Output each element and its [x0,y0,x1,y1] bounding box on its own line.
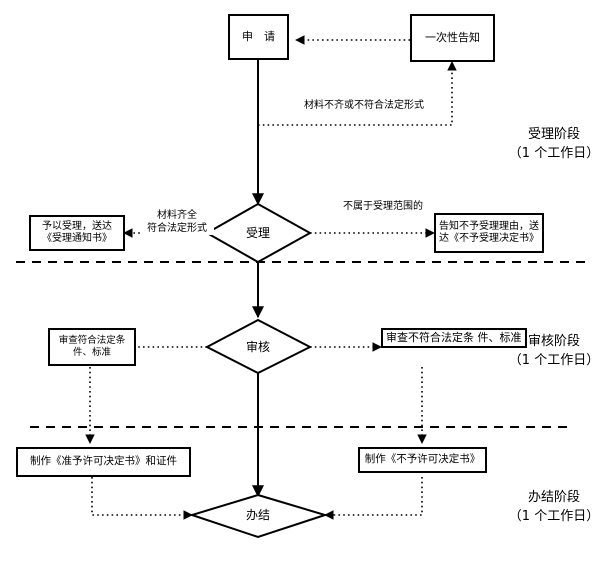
edge-label-materials-incomplete-text: 材料不齐或不符合法定形式 [304,100,424,111]
node-accept-yes-label: 予以受理，送达 《受理通知书》 [42,220,112,245]
stage-label-completion-duration: （1 个工作日） [508,508,600,524]
node-apply-label: 申 请 [242,30,275,44]
node-review-pass-label: 审查符合法定条 件、标准 [58,335,126,358]
edge-deny-doc-to-complete [324,477,423,520]
stage-label-acceptance: 受理阶段 （1 个工作日） [506,126,602,164]
stage-label-review: 审核阶段 （1 个工作日） [506,333,602,371]
node-deny-doc[interactable]: 制作《不予许可决定书》 [358,447,487,473]
edge-label-materials-complete-text: 材料齐全 符合法定形式 [147,210,207,234]
decision-accept-shape [204,202,313,264]
stage-label-acceptance-duration: （1 个工作日） [508,145,600,161]
node-accept-no[interactable]: 告知不予受理理由，送达《不予受理决定书》 [434,213,544,253]
node-one-time-notice-label: 一次性告知 [425,31,480,45]
node-grant-doc-label: 制作《准予许可决定书》和证件 [30,455,177,468]
decision-review-shape [204,318,313,375]
stage-label-completion: 办结阶段 （1 个工作日） [506,489,602,527]
decision-complete-shape [188,493,329,539]
edge-label-materials-complete: 材料齐全 符合法定形式 [140,196,214,235]
node-one-time-notice[interactable]: 一次性告知 [410,14,495,62]
node-review-fail[interactable]: 审查不符合法定条 件、标准 [381,328,527,348]
node-accept-no-label: 告知不予受理理由，送达《不予受理决定书》 [439,220,539,245]
edge-materials-incomplete-to-notice [258,61,457,126]
edge-label-out-of-scope-text: 不属于受理范围的 [343,201,423,212]
edge-grant-doc-to-complete [91,477,193,520]
node-grant-doc[interactable]: 制作《准予许可决定书》和证件 [16,447,191,477]
edge-label-materials-incomplete: 材料不齐或不符合法定形式 [288,99,440,112]
stage-label-review-duration: （1 个工作日） [508,352,600,368]
node-accept-yes[interactable]: 予以受理，送达 《受理通知书》 [29,215,125,251]
node-apply[interactable]: 申 请 [228,14,289,60]
stage-label-acceptance-name: 受理阶段 [527,127,580,142]
node-review-fail-label: 审查不符合法定条 件、标准 [386,331,522,344]
stage-label-review-name: 审核阶段 [527,334,580,349]
stage-label-completion-name: 办结阶段 [527,490,580,505]
node-review-pass[interactable]: 审查符合法定条 件、标准 [48,328,136,366]
edge-label-out-of-scope: 不属于受理范围的 [333,200,433,213]
node-deny-doc-label: 制作《不予许可决定书》 [364,453,481,466]
